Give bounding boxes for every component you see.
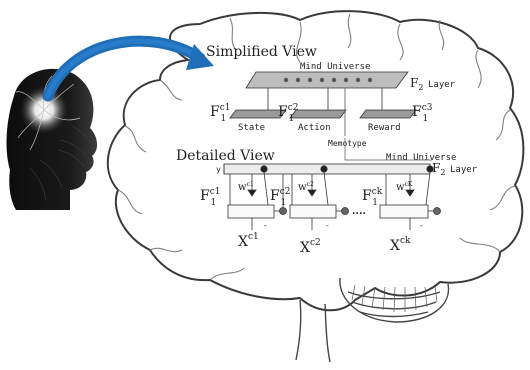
detailed-mind-universe-label: Mind Universe <box>386 153 456 163</box>
detailed-channel-k <box>379 171 441 230</box>
memotype-connector <box>344 138 432 161</box>
detailed-channel-1 <box>227 171 287 230</box>
simplified-f1-fields <box>229 88 417 136</box>
detailed-channel-2 <box>289 171 349 230</box>
input-x-c1: Xc1 <box>238 232 259 250</box>
channel-ellipsis: .... <box>352 206 366 217</box>
brain-folds <box>117 13 516 281</box>
simplified-f2-symbol: F2 <box>410 76 423 92</box>
input-x-ck: Xck <box>390 236 411 254</box>
minus-sign-k: - <box>420 221 423 230</box>
detailed-y-label: y <box>216 165 221 174</box>
minus-sign-2: - <box>326 221 329 230</box>
detailed-f2-strip <box>223 163 434 175</box>
memotype-label: Memotype <box>328 139 367 148</box>
brain-outline <box>106 10 525 312</box>
pointer-arrow <box>42 35 214 102</box>
minus-sign-1: - <box>264 221 267 230</box>
simplified-view-title: Simplified View <box>206 44 317 60</box>
simplified-reward-label: Reward <box>368 123 401 133</box>
input-x-c2: Xc2 <box>300 238 321 256</box>
detailed-f2-layer-label: Layer <box>450 165 478 175</box>
simplified-state-label: State <box>238 123 265 133</box>
simplified-f2-layer-label: Layer <box>428 80 456 90</box>
simplified-action-label: Action <box>298 123 331 133</box>
cerebellum <box>295 277 450 363</box>
simplified-f2-layer <box>245 71 409 89</box>
simplified-mind-universe-label: Mind Universe <box>300 62 370 72</box>
cerebellum-hatch <box>351 284 438 313</box>
detailed-f2-symbol: F2 <box>432 161 445 177</box>
head-silhouette <box>6 68 98 211</box>
detailed-view-title: Detailed View <box>176 148 275 164</box>
